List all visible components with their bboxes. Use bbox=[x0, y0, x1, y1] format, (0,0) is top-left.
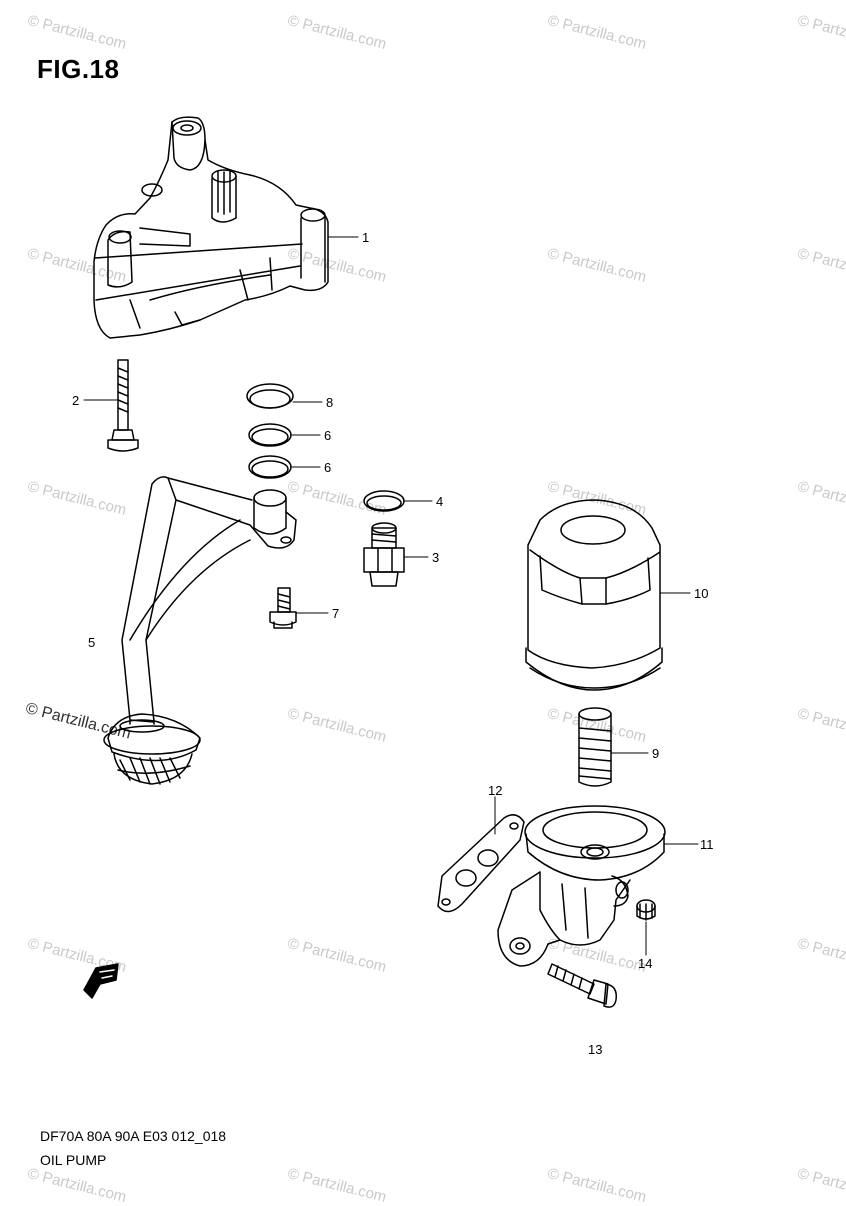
plug bbox=[636, 899, 656, 921]
callout-label: 5 bbox=[88, 635, 95, 650]
o-ring-6-lower bbox=[248, 455, 292, 479]
bolt-mount bbox=[547, 963, 618, 1008]
gasket bbox=[437, 814, 525, 913]
oil-pump-housing bbox=[93, 116, 329, 339]
union-fitting bbox=[363, 522, 405, 587]
callout-label: 6 bbox=[324, 460, 331, 475]
callout-label: 2 bbox=[72, 393, 79, 408]
bolt-long bbox=[107, 359, 139, 452]
o-ring-6-upper bbox=[248, 423, 292, 447]
callout-label: 12 bbox=[488, 783, 502, 798]
fwd-arrow-icon bbox=[83, 963, 119, 999]
callout-label: 10 bbox=[694, 586, 708, 601]
filter-mount bbox=[497, 805, 666, 967]
callout-label: 11 bbox=[700, 837, 714, 852]
figure-name: OIL PUMP bbox=[40, 1152, 107, 1168]
callout-label: 1 bbox=[362, 230, 369, 245]
oil-filter bbox=[525, 499, 663, 691]
figure-title: FIG.18 bbox=[37, 54, 120, 84]
filter-stud bbox=[578, 707, 612, 787]
callout-label: 13 bbox=[588, 1042, 602, 1057]
o-ring-4 bbox=[363, 490, 405, 512]
callout-label: 4 bbox=[436, 494, 443, 509]
callout-label: 9 bbox=[652, 746, 659, 761]
callout-label: 7 bbox=[332, 606, 339, 621]
callout-label: 3 bbox=[432, 550, 439, 565]
leader-lines bbox=[83, 236, 699, 956]
callout-label: 8 bbox=[326, 395, 333, 410]
callout-label: 6 bbox=[324, 428, 331, 443]
callout-label: 14 bbox=[638, 956, 652, 971]
figure-code: DF70A 80A 90A E03 012_018 bbox=[40, 1128, 227, 1144]
bolt-small bbox=[269, 587, 297, 629]
o-ring-8 bbox=[246, 383, 294, 409]
oil-strainer bbox=[103, 476, 297, 785]
callout-labels: 1 2 8 6 6 4 3 7 5 10 9 12 11 14 13 bbox=[72, 230, 714, 1057]
